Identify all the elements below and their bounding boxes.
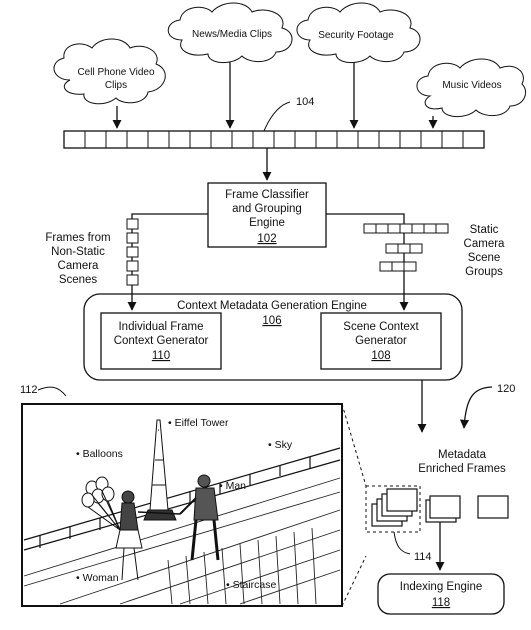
classifier-label-2: and Grouping (232, 203, 302, 215)
static-frame (403, 261, 417, 272)
classifier-box: Frame Classifier and Grouping Engine 102 (207, 182, 327, 248)
individual-gen-label-1: Individual Frame (118, 321, 203, 333)
static-frame (435, 223, 449, 234)
indexing-engine-box: Indexing Engine 118 (377, 573, 505, 615)
non-static-label-3: Camera (58, 260, 100, 272)
individual-generator-box: Individual Frame Context Generator 110 (100, 312, 222, 370)
scene-image: • Eiffel Tower • Sky • Balloons • Man • … (21, 403, 343, 607)
static-frame (397, 243, 411, 254)
label-sky: • Sky (268, 439, 293, 451)
security-footage-label: Security Footage (318, 30, 394, 41)
scene-generator-box: Scene Context Generator 108 (320, 312, 442, 370)
static-label-2: Camera (464, 238, 506, 250)
cloud-music-videos: Music Videos (416, 58, 526, 117)
scene-gen-ref: 108 (371, 350, 390, 362)
frame-stream (63, 130, 485, 149)
scene-gen-label-1: Scene Context (343, 321, 419, 333)
arrow-classifier-to-scene (326, 213, 409, 311)
group-ref: 114 (414, 551, 432, 563)
classifier-label-1: Frame Classifier (225, 189, 309, 201)
non-static-label-2: Non-Static (51, 246, 105, 258)
zoom-line-top (341, 403, 367, 487)
group-leader-line (393, 531, 411, 555)
zoom-line-bottom (341, 555, 367, 607)
label-eiffel-tower: • Eiffel Tower (168, 417, 229, 429)
news-media-label: News/Media Clips (192, 29, 272, 40)
individual-gen-label-2: Context Generator (114, 335, 209, 347)
context-engine-ref: 106 (262, 315, 281, 327)
enriched-frame-single (477, 495, 509, 519)
music-videos-label: Music Videos (442, 80, 501, 91)
static-scene-groups (363, 223, 449, 272)
enriched-label-2: Enriched Frames (418, 463, 506, 475)
classifier-label-3: Engine (249, 217, 285, 229)
static-label-4: Groups (465, 266, 503, 278)
static-frame (375, 223, 389, 234)
context-engine-box: Context Metadata Generation Engine 106 (83, 293, 463, 381)
static-frame (385, 243, 399, 254)
static-label-1: Static (470, 224, 499, 236)
cell-phone-label-2: Clips (105, 80, 127, 91)
static-label: Static Camera Scene Groups (464, 224, 506, 278)
static-frame (411, 223, 425, 234)
image-ref: 112 (20, 384, 38, 396)
non-static-frame (126, 246, 139, 258)
indexing-ref: 118 (432, 597, 450, 609)
non-static-label-1: Frames from (45, 232, 110, 244)
stream-ref: 104 (296, 96, 314, 108)
enriched-frame-group (365, 485, 421, 533)
static-frame (379, 261, 393, 272)
label-woman: • Woman (76, 572, 119, 584)
enriched-label-1: Metadata (438, 449, 487, 461)
arrow-classifier-to-individual (127, 213, 208, 311)
static-frame (363, 223, 377, 234)
cloud-cell-phone: Cell Phone Video Clips (53, 38, 166, 105)
label-staircase: • Staircase (226, 579, 277, 591)
cell-phone-label-1: Cell Phone Video (77, 67, 155, 78)
non-static-frame (126, 232, 139, 244)
scene-gen-label-2: Generator (355, 335, 407, 347)
non-static-frame (126, 218, 139, 230)
cloud-news-media: News/Media Clips (167, 2, 293, 63)
image-leader-line (37, 386, 67, 397)
static-label-3: Scene (468, 252, 501, 264)
static-frame (391, 261, 405, 272)
non-static-label: Frames from Non-Static Camera Scenes (45, 232, 110, 286)
indexing-label: Indexing Engine (400, 581, 482, 593)
stream-leader-line (263, 101, 291, 132)
classifier-ref: 102 (257, 233, 276, 245)
static-frame (399, 223, 413, 234)
non-static-label-4: Scenes (59, 274, 98, 286)
enriched-frame-stack-2 (425, 495, 461, 523)
enriched-ref: 120 (497, 383, 515, 395)
non-static-frame (126, 274, 139, 286)
non-static-frames (126, 218, 139, 286)
static-frame (409, 243, 423, 254)
enriched-leader-arrow (459, 386, 493, 429)
label-balloons: • Balloons (76, 448, 123, 460)
non-static-frame (126, 260, 139, 272)
static-frame (387, 223, 401, 234)
label-man: • Man (219, 480, 246, 492)
static-frame (423, 223, 437, 234)
individual-gen-ref: 110 (152, 350, 170, 362)
context-engine-title: Context Metadata Generation Engine (177, 300, 367, 312)
cloud-security-footage: Security Footage (296, 2, 421, 63)
